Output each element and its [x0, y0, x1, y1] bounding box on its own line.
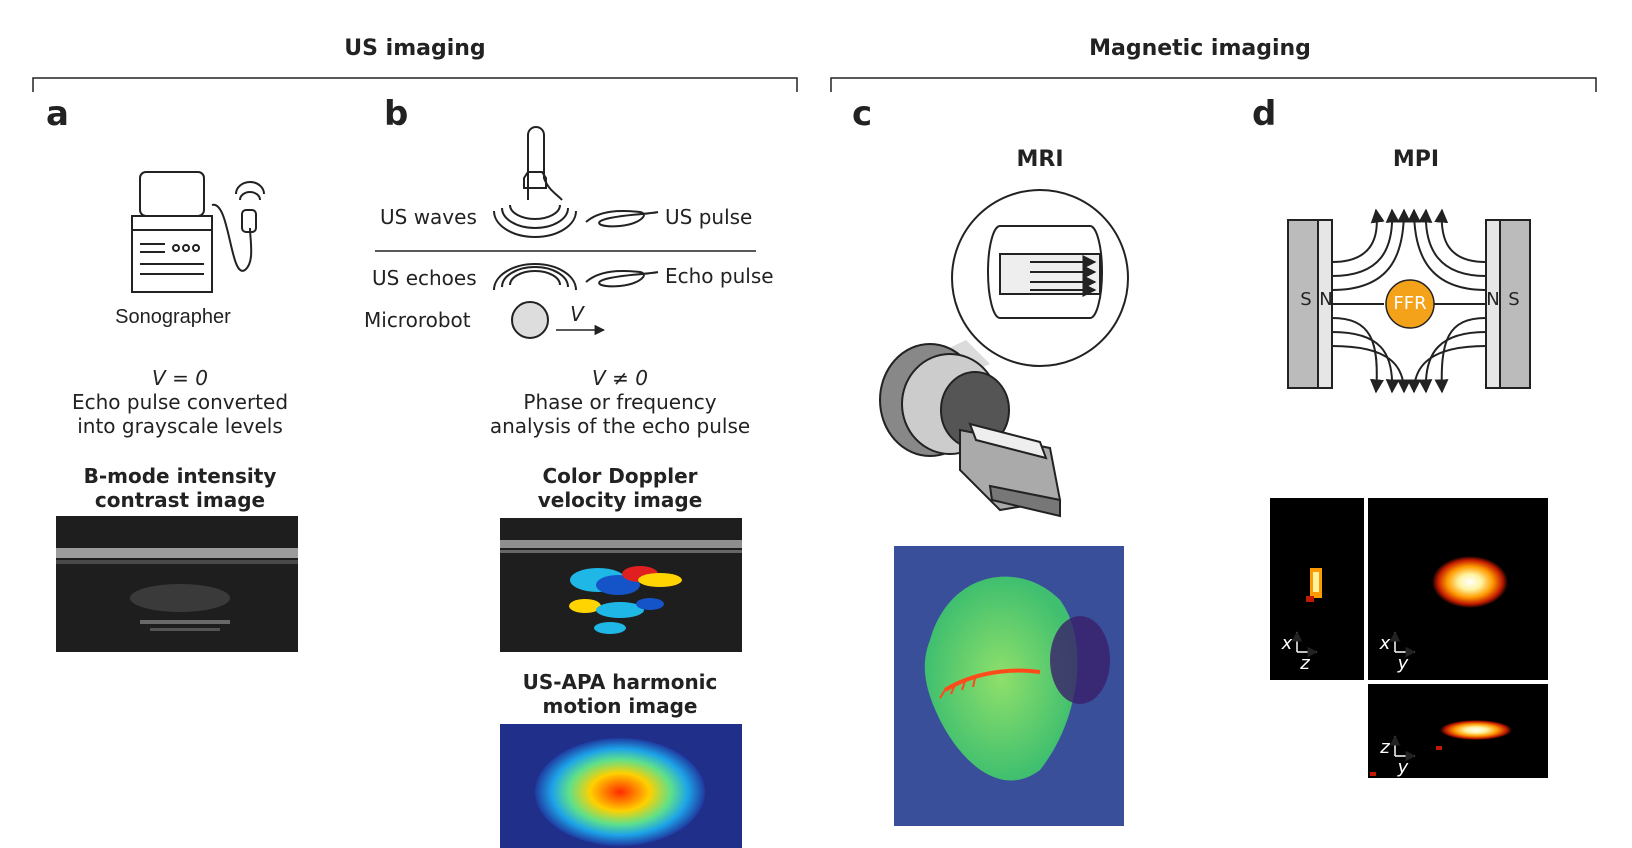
microrobot-icon — [511, 301, 549, 339]
apa-title-line1: US-APA harmonic — [522, 670, 718, 694]
section-us-imaging: US imaging — [344, 36, 486, 61]
b-mode-image — [56, 516, 298, 652]
ffr-label: FFR — [1393, 293, 1427, 314]
panel-letter-a: a — [46, 94, 69, 134]
panel-letter-c: c — [852, 94, 873, 134]
us-bracket — [32, 77, 798, 92]
b-mode-title-line2: contrast image — [94, 488, 266, 512]
a-desc-line1: Echo pulse converted — [71, 390, 289, 414]
mpi-right-magnet — [1485, 219, 1531, 389]
ultrasound-machine-icon — [131, 171, 265, 293]
mri-magnifier-icon — [951, 189, 1129, 367]
mpi-image-zy — [1368, 684, 1548, 778]
axis-xz-z: z — [1300, 653, 1310, 674]
axis-xy-x: x — [1379, 633, 1391, 654]
velocity-symbol: V — [570, 302, 584, 326]
us-echoes-icon — [493, 263, 577, 291]
axis-xy-y: y — [1397, 653, 1409, 674]
axis-zy-y: y — [1397, 757, 1409, 778]
us-waves-label: US waves — [380, 205, 477, 229]
mpi-axes — [1291, 630, 1417, 762]
echo-pulse-label: Echo pulse — [665, 264, 774, 288]
mpi-image-xy — [1368, 498, 1548, 680]
b-desc-line2: analysis of the echo pulse — [489, 414, 751, 438]
doppler-title-line1: Color Doppler — [542, 464, 698, 488]
us-pulse-wave — [585, 210, 659, 228]
b-desc-line1: Phase or frequency — [523, 390, 717, 414]
sonographer-label: Sonographer — [115, 306, 231, 328]
b-mode-title-line1: B-mode intensity — [83, 464, 277, 488]
apa-title-line2: motion image — [542, 694, 698, 718]
us-waves-icon — [493, 204, 577, 238]
mpi-title: MPI — [1392, 147, 1440, 172]
us-pulse-label: US pulse — [665, 205, 753, 229]
transducer-icon — [523, 126, 563, 201]
us-echoes-label: US echoes — [372, 266, 477, 290]
panel-letter-b: b — [384, 94, 409, 134]
echo-pulse-wave — [585, 270, 659, 288]
color-doppler-image — [500, 518, 742, 652]
velocity-nonzero: V ≠ 0 — [592, 366, 648, 390]
axis-xz-x: x — [1281, 633, 1293, 654]
us-apa-image — [500, 724, 742, 848]
axis-zy-z: z — [1380, 737, 1390, 758]
mpi-field-lines — [1331, 208, 1487, 394]
mri-title: MRI — [1016, 147, 1064, 172]
ffr-circle — [1385, 279, 1435, 329]
left-magnet-s: S — [1300, 289, 1312, 310]
doppler-title-line2: velocity image — [537, 488, 703, 512]
mri-image — [894, 546, 1124, 826]
panel-letter-d: d — [1252, 94, 1277, 134]
right-magnet-n: N — [1486, 289, 1500, 310]
microrobot-label: Microrobot — [364, 308, 471, 332]
velocity-zero: V = 0 — [152, 366, 208, 390]
left-magnet-n: N — [1319, 289, 1333, 310]
magnetic-bracket — [830, 77, 1597, 92]
section-magnetic-imaging: Magnetic imaging — [1089, 36, 1311, 61]
mri-scanner-icon — [879, 343, 1062, 518]
a-desc-line2: into grayscale levels — [77, 414, 283, 438]
right-magnet-s: S — [1508, 289, 1520, 310]
